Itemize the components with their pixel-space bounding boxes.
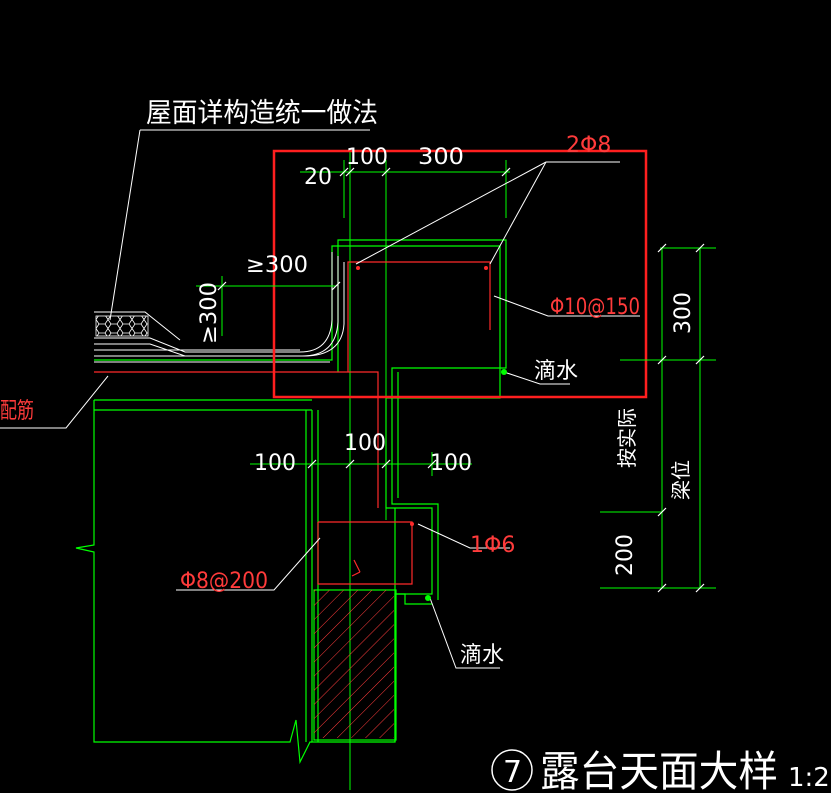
dim-20: 20	[304, 165, 332, 190]
leader-lines	[0, 129, 640, 669]
dim-100-right: 100	[430, 451, 472, 476]
dim-ge-300-horizontal: ≥300	[246, 253, 308, 278]
roof-membrane	[94, 252, 345, 363]
dimension-lines	[196, 160, 716, 589]
title-number: 7	[503, 755, 522, 790]
dim-300-top: 300	[418, 145, 464, 170]
dim-300-right: 300	[671, 292, 696, 334]
title-text: 露台天面大样	[540, 747, 778, 793]
dim-200-right: 200	[613, 534, 638, 576]
drawing-title: 7 露台天面大样 1:2	[491, 747, 830, 793]
highlight-box	[272, 149, 648, 399]
rebar-1phi6: 1Φ6	[470, 533, 515, 558]
roof-callout-label: 屋面详构造统一做法	[146, 98, 378, 129]
drip-point-lower	[425, 595, 431, 601]
title-number-circle	[491, 749, 533, 791]
dim-100-left: 100	[254, 451, 296, 476]
drip-point-upper	[501, 369, 507, 375]
rebar	[94, 261, 491, 585]
drip-label-upper: 滴水	[534, 359, 578, 384]
rebar-dots	[356, 266, 488, 526]
beam-height-label: 梁位	[669, 460, 693, 500]
as-built-label: 按实际	[615, 408, 639, 468]
insulation-layer	[95, 315, 149, 337]
rebar-left-label: 配筋	[0, 399, 34, 424]
rebar-phi8-at-200: Φ8@200	[180, 569, 268, 594]
dimension-ticks	[217, 167, 705, 593]
title-scale: 1:2	[788, 763, 830, 793]
beam-hatch	[314, 590, 394, 738]
rebar-2phi8: 2Φ8	[566, 133, 611, 158]
dim-100-top: 100	[346, 145, 388, 170]
drip-label-lower: 滴水	[460, 643, 504, 668]
dim-ge-300-vertical: ≥300	[197, 282, 222, 344]
dim-100-mid: 100	[344, 431, 386, 456]
rebar-stirrup-phi10: Φ10@150	[550, 295, 640, 320]
